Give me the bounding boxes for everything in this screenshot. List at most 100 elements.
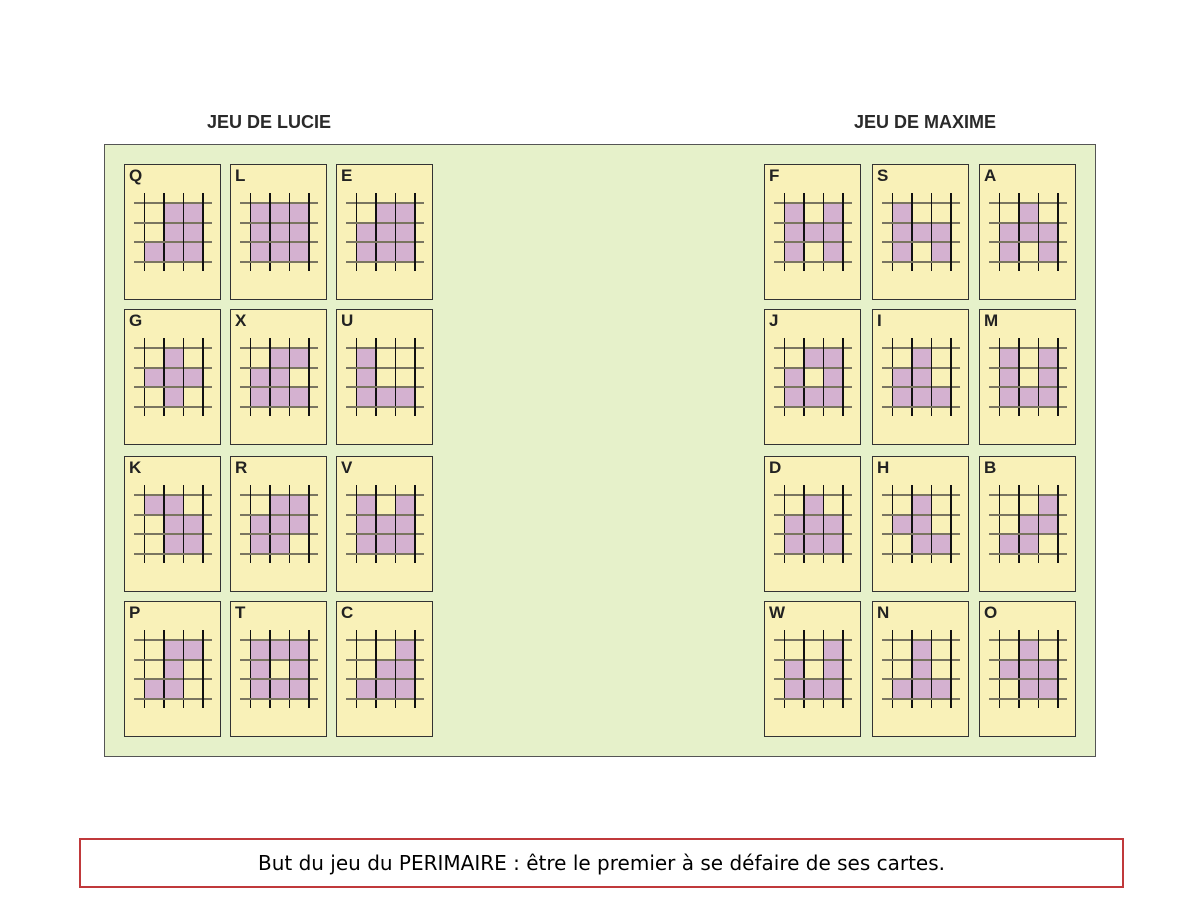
- maxime-title: JEU DE MAXIME: [853, 112, 997, 132]
- card-c[interactable]: C: [336, 601, 433, 737]
- shape-grid: [134, 485, 212, 563]
- grid-line: [774, 405, 852, 408]
- shape-cell: [892, 514, 912, 534]
- card-letter: S: [877, 166, 889, 185]
- grid-line: [774, 552, 852, 555]
- shape-grid: [134, 193, 212, 271]
- shape-cell: [892, 222, 912, 242]
- shape-cell: [1038, 495, 1058, 515]
- card-v[interactable]: V: [336, 456, 433, 592]
- shape-cell: [803, 514, 823, 534]
- shape-cell: [144, 679, 164, 699]
- shape-cell: [183, 203, 203, 223]
- grid-line: [989, 697, 1067, 700]
- shape-cell: [823, 387, 843, 407]
- shape-cell: [395, 534, 415, 554]
- grid-line: [240, 513, 318, 516]
- shape-cell: [823, 367, 843, 387]
- grid-line: [774, 202, 852, 204]
- card-d[interactable]: D: [764, 456, 861, 592]
- shape-cell: [163, 659, 183, 679]
- card-f[interactable]: F: [764, 164, 861, 300]
- card-s[interactable]: S: [872, 164, 969, 300]
- grid-line: [134, 678, 212, 680]
- grid-line: [882, 366, 960, 369]
- grid-line: [1057, 630, 1059, 708]
- card-l[interactable]: L: [230, 164, 327, 300]
- shape-cell: [356, 514, 376, 534]
- shape-cell: [289, 242, 309, 262]
- grid-line: [774, 260, 852, 263]
- grid-line: [202, 485, 204, 563]
- card-b[interactable]: B: [979, 456, 1076, 592]
- card-o[interactable]: O: [979, 601, 1076, 737]
- grid-line: [911, 630, 913, 708]
- shape-cell: [911, 679, 931, 699]
- card-i[interactable]: I: [872, 309, 969, 445]
- shape-cell: [911, 222, 931, 242]
- shape-cell: [375, 203, 395, 223]
- card-u[interactable]: U: [336, 309, 433, 445]
- card-p[interactable]: P: [124, 601, 221, 737]
- shape-cell: [911, 387, 931, 407]
- card-letter: U: [341, 311, 354, 330]
- shape-cell: [163, 348, 183, 368]
- shape-grid: [774, 630, 852, 708]
- grid-line: [308, 485, 310, 563]
- grid-line: [842, 193, 844, 271]
- card-e[interactable]: E: [336, 164, 433, 300]
- shape-cell: [289, 348, 309, 368]
- shape-grid: [346, 630, 424, 708]
- shape-cell: [892, 367, 912, 387]
- grid-line: [783, 193, 785, 271]
- card-a[interactable]: A: [979, 164, 1076, 300]
- shape-cell: [1038, 222, 1058, 242]
- shape-cell: [892, 387, 912, 407]
- grid-line: [822, 193, 824, 271]
- shape-grid: [989, 485, 1067, 563]
- grid-line: [346, 552, 424, 555]
- card-w[interactable]: W: [764, 601, 861, 737]
- grid-line: [346, 221, 424, 224]
- card-k[interactable]: K: [124, 456, 221, 592]
- shape-cell: [269, 348, 289, 368]
- grid-line: [1037, 630, 1039, 708]
- grid-line: [182, 338, 184, 416]
- shape-cell: [1018, 679, 1038, 699]
- shape-grid: [774, 485, 852, 563]
- grid-line: [891, 338, 893, 416]
- card-letter: N: [877, 603, 890, 622]
- grid-line: [346, 533, 424, 535]
- shape-cell: [250, 367, 270, 387]
- card-m[interactable]: M: [979, 309, 1076, 445]
- grid-line: [355, 338, 357, 416]
- card-t[interactable]: T: [230, 601, 327, 737]
- shape-cell: [823, 659, 843, 679]
- card-j[interactable]: J: [764, 309, 861, 445]
- card-n[interactable]: N: [872, 601, 969, 737]
- grid-line: [882, 260, 960, 263]
- grid-line: [240, 494, 318, 496]
- shape-cell: [289, 640, 309, 660]
- shape-grid: [989, 630, 1067, 708]
- card-r[interactable]: R: [230, 456, 327, 592]
- grid-line: [346, 513, 424, 516]
- grid-line: [989, 347, 1067, 349]
- grid-line: [134, 260, 212, 263]
- grid-line: [774, 658, 852, 661]
- grid-line: [774, 494, 852, 496]
- card-x[interactable]: X: [230, 309, 327, 445]
- grid-line: [308, 193, 310, 271]
- game-goal-banner: But du jeu du PERIMAIRE : être le premie…: [79, 838, 1124, 888]
- shape-cell: [356, 387, 376, 407]
- grid-line: [355, 485, 357, 563]
- card-letter: M: [984, 311, 999, 330]
- card-g[interactable]: G: [124, 309, 221, 445]
- grid-line: [989, 241, 1067, 243]
- shape-cell: [1018, 203, 1038, 223]
- card-h[interactable]: H: [872, 456, 969, 592]
- card-q[interactable]: Q: [124, 164, 221, 300]
- grid-line: [774, 347, 852, 349]
- shape-cell: [892, 679, 912, 699]
- grid-line: [240, 260, 318, 263]
